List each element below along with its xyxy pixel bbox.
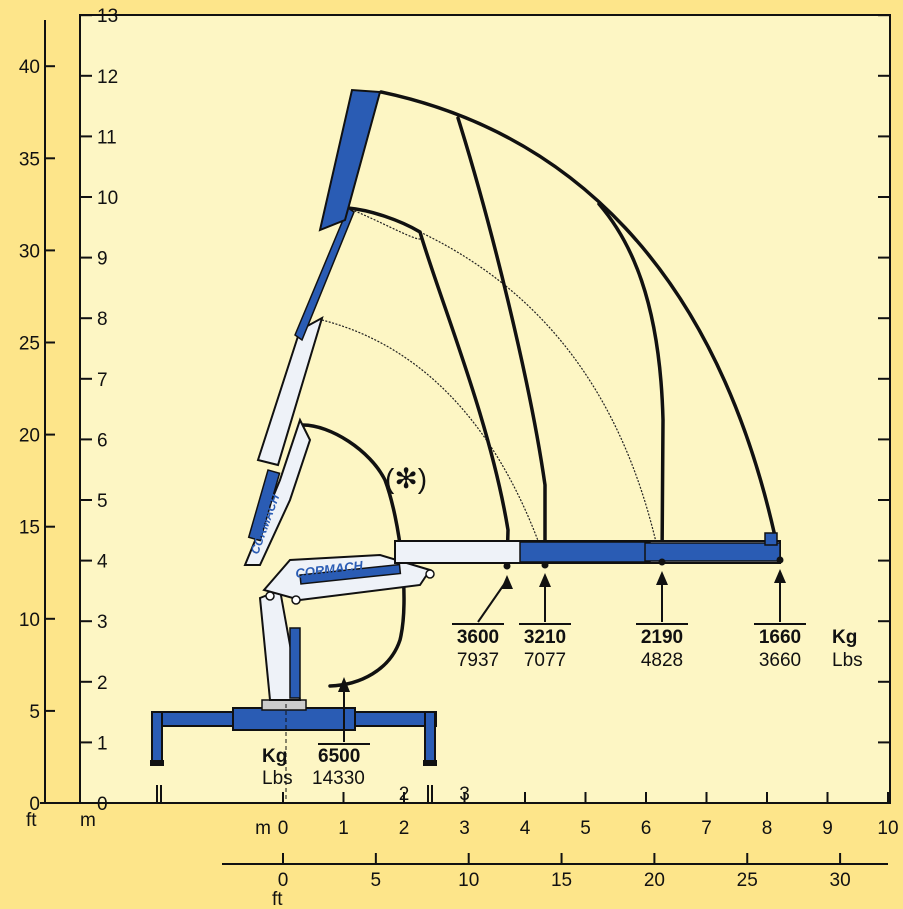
bottom-tick-label: 6 bbox=[641, 818, 652, 839]
right-tick-label: 1 bbox=[97, 733, 108, 754]
right-tick-label: 5 bbox=[97, 491, 108, 512]
base-load: 6500 14330 Kg Lbs bbox=[262, 677, 370, 789]
load-point-markers bbox=[503, 556, 784, 570]
bottom-ft-axis: 0 5 10 15 20 25 30 bbox=[278, 853, 851, 891]
bottom-tick-label: 0 bbox=[278, 818, 289, 839]
load-kg: 2190 bbox=[641, 627, 683, 648]
load-kg: 1660 bbox=[759, 627, 801, 648]
load-lbs: 7937 bbox=[457, 650, 499, 671]
bottom-m-axis: 0 1 2 3 4 5 6 7 8 9 10 m 2 3 bbox=[255, 784, 898, 839]
right-tick-label: 0 bbox=[97, 794, 108, 815]
left-tick-label: 25 bbox=[19, 334, 40, 355]
right-tick-label: 11 bbox=[97, 127, 117, 148]
right-tick-label: 12 bbox=[97, 67, 118, 88]
left-tick-label: 35 bbox=[19, 149, 40, 170]
base-load-unit-kg: Kg bbox=[262, 746, 287, 767]
left-tick-label: 5 bbox=[29, 702, 40, 723]
crane-base bbox=[150, 690, 437, 803]
bottom-tick-label: 2 bbox=[399, 818, 410, 839]
base-load-kg: 6500 bbox=[318, 746, 360, 767]
ft-tick-label: 15 bbox=[551, 870, 572, 891]
left-tick-label: 15 bbox=[19, 518, 40, 539]
bottom-tick-label: 4 bbox=[520, 818, 531, 839]
ft-tick-label: 30 bbox=[830, 870, 851, 891]
left-axis-unit-ft: ft bbox=[26, 810, 37, 831]
inner-tick-label: 3 bbox=[459, 784, 470, 805]
ft-tick-label: 10 bbox=[458, 870, 479, 891]
bottom-tick-label: 10 bbox=[877, 818, 898, 839]
left-tick-label: 10 bbox=[19, 610, 40, 631]
ft-tick-label: 0 bbox=[278, 870, 289, 891]
loads-unit-kg: Kg bbox=[832, 627, 857, 648]
right-tick-label: 3 bbox=[97, 612, 108, 633]
bottom-m-prefix: m bbox=[255, 818, 271, 839]
bottom-tick-label: 8 bbox=[762, 818, 773, 839]
bottom-tick-label: 1 bbox=[338, 818, 349, 839]
left-axis-unit-m: m bbox=[80, 810, 96, 831]
left-tick-label: 30 bbox=[19, 241, 40, 262]
loads-unit-lbs: Lbs bbox=[832, 650, 863, 671]
right-tick-label: 7 bbox=[97, 370, 108, 391]
ft-tick-label: 20 bbox=[644, 870, 665, 891]
left-ft-axis: 0 5 10 15 20 25 30 35 40 bbox=[19, 20, 80, 815]
base-load-lbs: 14330 bbox=[312, 768, 365, 789]
right-tick-label: 13 bbox=[97, 6, 118, 27]
bottom-tick-label: 5 bbox=[580, 818, 591, 839]
bottom-tick-label: 7 bbox=[701, 818, 712, 839]
asterisk-annotation: (✻) bbox=[385, 463, 427, 494]
load-kg: 3210 bbox=[524, 627, 566, 648]
bottom-ft-unit: ft bbox=[272, 889, 283, 909]
bottom-tick-label: 9 bbox=[822, 818, 833, 839]
horizontal-extension bbox=[394, 532, 781, 564]
load-lbs: 7077 bbox=[524, 650, 566, 671]
load-lbs: 4828 bbox=[641, 650, 683, 671]
ft-tick-label: 5 bbox=[371, 870, 382, 891]
right-tick-label: 9 bbox=[97, 249, 108, 270]
right-tick-label: 2 bbox=[97, 673, 108, 694]
left-tick-label: 40 bbox=[19, 57, 40, 78]
base-load-unit-lbs: Lbs bbox=[262, 768, 293, 789]
load-kg: 3600 bbox=[457, 627, 499, 648]
chart-panel bbox=[79, 14, 891, 804]
right-tick-label: 10 bbox=[97, 188, 118, 209]
right-tick-label: 4 bbox=[97, 552, 108, 573]
right-tick-label: 6 bbox=[97, 430, 108, 451]
left-tick-label: 20 bbox=[19, 426, 40, 447]
load-lbs: 3660 bbox=[759, 650, 801, 671]
ft-tick-label: 25 bbox=[737, 870, 758, 891]
bottom-tick-label: 3 bbox=[459, 818, 470, 839]
right-tick-label: 8 bbox=[97, 309, 108, 330]
left-tick-label: 0 bbox=[29, 794, 40, 815]
main-boom: CORMACH bbox=[262, 553, 435, 605]
inner-tick-label: 2 bbox=[399, 784, 410, 805]
